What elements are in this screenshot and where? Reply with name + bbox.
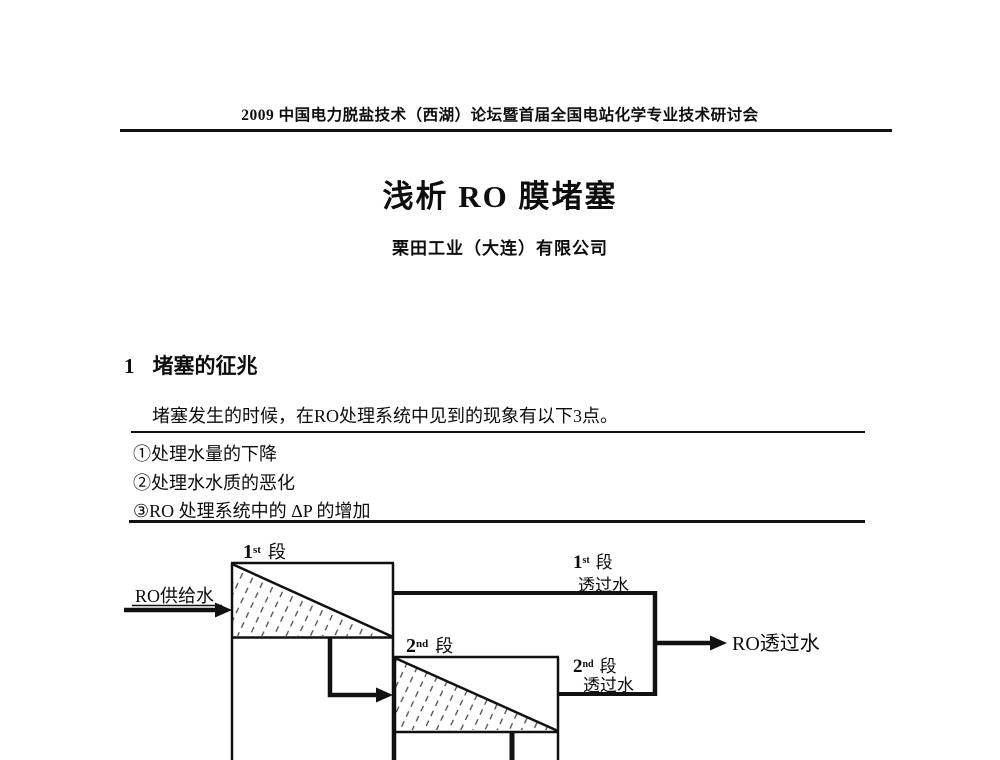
svg-text:透过水: 透过水 [583,676,634,695]
stage1-diagonal [231,562,394,639]
symptom-item-1: ①处理水量的下降 [133,444,277,464]
product-water-label: RO透过水 [732,632,820,655]
permeate-collector: RO透过水 [393,591,820,696]
feed-water-label: RO供给水 [135,586,214,606]
section-number: 1 [124,354,135,378]
list-top-rule [131,431,865,433]
section-heading: 1 堵塞的征兆 [124,350,258,380]
list-bottom-rule [129,520,865,523]
paper-author: 栗田工业（大连）有限公司 [392,239,608,258]
svg-text:透过水: 透过水 [578,576,629,595]
symptom-item-3: ③RO 处理系统中的 ΔP 的增加 [133,501,371,521]
section-title: 堵塞的征兆 [152,354,258,378]
product-arrow-head [710,635,727,651]
symptom-item-2: ②处理水水质的恶化 [133,473,295,493]
conference-header: 2009 中国电力脱盐技术（西湖）论坛暨首届全国电站化学专业技术研讨会 [241,107,759,124]
header-rule [120,129,892,132]
feed-arrow-head [215,602,232,618]
interstage-flow [327,638,393,703]
paper-title: 浅析 RO 膜堵塞 [382,179,618,214]
intro-paragraph: 堵塞发生的时候，在RO处理系统中见到的现象有以下3点。 [152,406,619,426]
feed-water: RO供给水 [124,586,232,618]
interstage-elbow-line [327,638,377,698]
interstage-arrow-head [376,687,393,703]
stage2-diagonal [394,656,559,733]
